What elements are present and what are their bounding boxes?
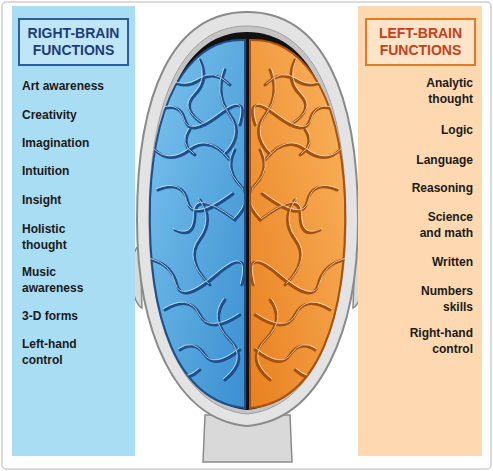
brain-folds — [249, 60, 343, 380]
function-label: Imagination — [22, 135, 132, 151]
function-label: Art awareness — [22, 78, 132, 94]
function-label: Intuition — [22, 163, 132, 179]
function-label: Holistic thought — [22, 221, 92, 253]
brain-highlights — [151, 59, 245, 379]
function-label: Analytic thought — [393, 75, 473, 107]
heading-box: LEFT-BRAIN FUNCTIONS — [365, 18, 476, 66]
left-hemisphere — [250, 40, 345, 408]
heading-box: RIGHT-BRAIN FUNCTIONS — [18, 18, 129, 66]
function-band: Art awarenessCreativityImaginationIntuit… — [12, 6, 135, 456]
function-label: Science and math — [411, 209, 473, 241]
right-hemisphere — [150, 40, 245, 408]
heading-text: RIGHT-BRAIN FUNCTIONS — [24, 25, 123, 59]
function-label: Language — [363, 152, 473, 168]
head-outline — [137, 12, 358, 426]
heading-text: LEFT-BRAIN FUNCTIONS — [371, 25, 470, 59]
brain-highlights — [250, 59, 344, 379]
function-label: Numbers skills — [403, 283, 473, 315]
function-label: 3-D forms — [22, 308, 132, 324]
function-label: Music awareness — [22, 264, 107, 296]
function-label: Creativity — [22, 107, 132, 123]
function-label: Insight — [22, 192, 132, 208]
function-label: Left-hand control — [22, 336, 102, 368]
function-band: Analytic thoughtLogicLanguageReasoningSc… — [358, 6, 482, 456]
function-label: Reasoning — [363, 180, 473, 196]
brain-folds — [152, 60, 246, 380]
function-label: Written — [363, 254, 473, 270]
function-label: Right-hand control — [383, 325, 473, 357]
function-label: Logic — [363, 122, 473, 138]
skull-ring — [149, 26, 346, 414]
